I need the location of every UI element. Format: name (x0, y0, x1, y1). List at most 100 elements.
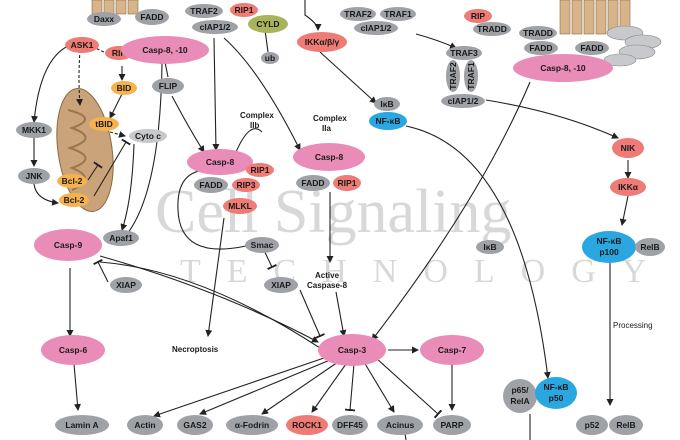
node-casp7: Casp-7 (420, 335, 484, 365)
svg-text:FADD: FADD (301, 178, 324, 188)
node-cyld: CYLD (248, 15, 288, 33)
label-complex-iia-line2: IIa (322, 124, 331, 133)
node-fadd-top: FADD (135, 9, 169, 25)
svg-text:RIP: RIP (471, 11, 486, 21)
svg-text:Casp-9: Casp-9 (54, 240, 83, 250)
svg-text:ub: ub (265, 53, 275, 63)
svg-text:Casp-3: Casp-3 (338, 345, 367, 355)
node-nik: NIK (612, 138, 644, 158)
label-complex-iib-line2: IIb (250, 121, 259, 130)
node-traf1-c: TRAF1 (464, 60, 478, 92)
svg-text:BID: BID (117, 83, 132, 93)
node-parp: PARP (433, 415, 471, 435)
svg-text:Bcl-2: Bcl-2 (64, 195, 85, 205)
svg-text:ROCK1: ROCK1 (292, 420, 322, 430)
node-bid: BID (111, 81, 137, 95)
node-daxx: Daxx (87, 12, 121, 26)
svg-text:FADD: FADD (580, 43, 603, 53)
svg-text:p100: p100 (599, 247, 619, 257)
svg-text:DFF45: DFF45 (337, 420, 363, 430)
node-traf1-b: TRAF1 (380, 7, 416, 21)
svg-text:GAS2: GAS2 (183, 420, 206, 430)
label-processing: Processing (613, 321, 653, 330)
node-xiap1: XIAP (110, 277, 142, 293)
node-tradd-right: TRADD (473, 22, 511, 36)
membrane-caps (603, 25, 662, 67)
node-flip: FLIP (152, 78, 184, 94)
svg-text:TRADD: TRADD (477, 24, 507, 34)
svg-text:PARP: PARP (441, 420, 464, 430)
svg-text:cIAP1/2: cIAP1/2 (200, 22, 231, 32)
node-casp9: Casp-9 (34, 229, 102, 261)
node-casp810-right: Casp-8, -10 (513, 54, 613, 82)
svg-text:TRAF2: TRAF2 (190, 6, 218, 16)
svg-text:TRADD: TRADD (523, 28, 553, 38)
node-ask1: ASK1 (65, 37, 99, 53)
node-rip3: RIP3 (232, 178, 260, 192)
label-active-casp8-line2: Caspase-8 (307, 281, 348, 290)
node-ikb1: IκB (374, 97, 400, 111)
node-casp3: Casp-3 (318, 334, 386, 366)
node-actin: Actin (127, 415, 163, 435)
svg-text:RIP: RIP (112, 48, 127, 58)
svg-text:Smac: Smac (251, 240, 274, 250)
node-casp8-iib: Casp-8 (187, 149, 253, 175)
node-mkk1: MKK1 (16, 122, 52, 138)
svg-text:RIP1: RIP1 (251, 165, 270, 175)
svg-text:Cyto c: Cyto c (135, 131, 161, 141)
node-nfkb-p100: NF-κB p100 (582, 231, 636, 263)
node-afodrin: α-Fodrin (226, 415, 278, 435)
node-cytoc: Cyto c (129, 129, 167, 143)
node-ciap-a: cIAP1/2 (192, 20, 238, 34)
svg-text:Casp-7: Casp-7 (438, 345, 467, 355)
node-p65rela: p65/ RelA (503, 379, 537, 413)
node-ub: ub (261, 52, 279, 64)
svg-text:Casp-6: Casp-6 (59, 345, 88, 355)
svg-text:Actin: Actin (134, 420, 155, 430)
svg-text:TRAF2: TRAF2 (448, 62, 458, 90)
svg-text:Lamin A: Lamin A (65, 420, 98, 430)
receptor-left (91, 0, 139, 15)
node-fadd-iia: FADD (296, 175, 330, 191)
svg-text:RelB: RelB (640, 242, 659, 252)
svg-text:tBID: tBID (95, 119, 112, 129)
node-rock1: ROCK1 (286, 415, 328, 435)
node-tradd2: TRADD (519, 26, 557, 40)
node-mlkl: MLKL (223, 198, 257, 214)
node-traf2-c: TRAF2 (446, 60, 460, 92)
svg-text:JNK: JNK (25, 171, 43, 181)
node-xiap2: XIAP (264, 277, 298, 293)
svg-text:α-Fodrin: α-Fodrin (235, 420, 270, 430)
node-lamina: Lamin A (55, 415, 109, 435)
svg-text:FADD: FADD (199, 180, 222, 190)
svg-text:IκB: IκB (380, 99, 393, 109)
svg-text:cIAP1/2: cIAP1/2 (361, 23, 392, 33)
node-rip-right: RIP (464, 9, 492, 23)
svg-text:NF-κB: NF-κB (543, 382, 568, 392)
svg-text:RelB: RelB (616, 420, 635, 430)
svg-text:RelA: RelA (510, 396, 529, 406)
svg-text:NF-κB: NF-κB (375, 116, 400, 126)
label-necroptosis: Necroptosis (172, 345, 219, 354)
svg-text:TRAF1: TRAF1 (466, 62, 476, 90)
svg-text:cIAP1/2: cIAP1/2 (448, 96, 479, 106)
label-active-casp8-line1: Active (315, 271, 340, 280)
svg-text:FADD: FADD (140, 12, 163, 22)
node-casp810-left: Casp-8, -10 (121, 36, 209, 64)
node-relb2: RelB (609, 415, 643, 435)
svg-text:Casp-8, -10: Casp-8, -10 (142, 45, 188, 55)
svg-text:Casp-8, -10: Casp-8, -10 (540, 63, 586, 73)
node-rip1-iia: RIP1 (333, 175, 361, 191)
svg-text:Casp-8: Casp-8 (315, 152, 344, 162)
svg-text:FADD: FADD (529, 43, 552, 53)
node-traf3: TRAF3 (446, 46, 482, 60)
node-acinus: Acinus (377, 415, 423, 435)
node-traf2-a: TRAF2 (185, 4, 223, 18)
node-rip1-a: RIP1 (230, 3, 258, 17)
svg-text:Apaf1: Apaf1 (109, 233, 133, 243)
node-casp8-iia: Casp-8 (293, 143, 365, 171)
node-smac: Smac (245, 237, 279, 253)
node-traf2-b: TRAF2 (340, 7, 376, 21)
node-nfkb-p50: NF-κB p50 (535, 377, 577, 409)
svg-text:IκB: IκB (483, 242, 496, 252)
